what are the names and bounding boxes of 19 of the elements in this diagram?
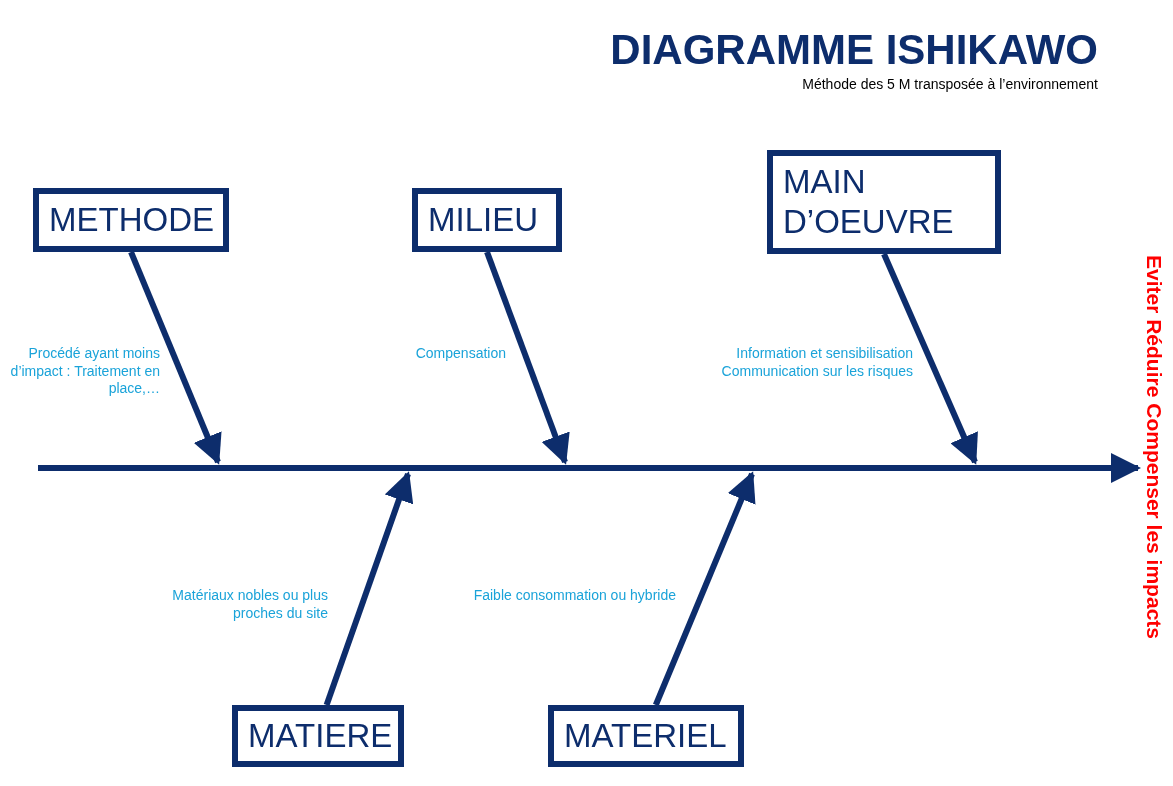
arrow: [484, 250, 570, 465]
category-box: MATIERE: [232, 705, 404, 767]
category-box: METHODE: [33, 188, 229, 252]
cause-note: Procédé ayant moins d’impact : Traitement en place,…: [9, 345, 160, 398]
cause-note: Information et sensibilisation Communication sur les risques: [720, 345, 913, 380]
arrow: [653, 471, 756, 707]
subtitle: Méthode des 5 M transposée à l’environnement: [802, 76, 1098, 92]
cause-note: Faible consommation ou hybride: [472, 587, 676, 605]
arrow: [323, 471, 414, 706]
spine-arrow: [38, 453, 1141, 483]
arrow: [128, 250, 222, 465]
category-box: MAIN D’OEUVRE: [767, 150, 1001, 254]
cause-note: Compensation: [414, 345, 506, 363]
title: DIAGRAMME ISHIKAWO: [610, 26, 1098, 74]
category-box: MATERIEL: [548, 705, 744, 767]
category-box: MILIEU: [412, 188, 562, 252]
arrow: [881, 252, 978, 465]
cause-note: Matériaux nobles ou plus proches du site: [171, 587, 328, 622]
effect-label: Eviter Réduire Compenser les impacts: [1138, 255, 1170, 695]
